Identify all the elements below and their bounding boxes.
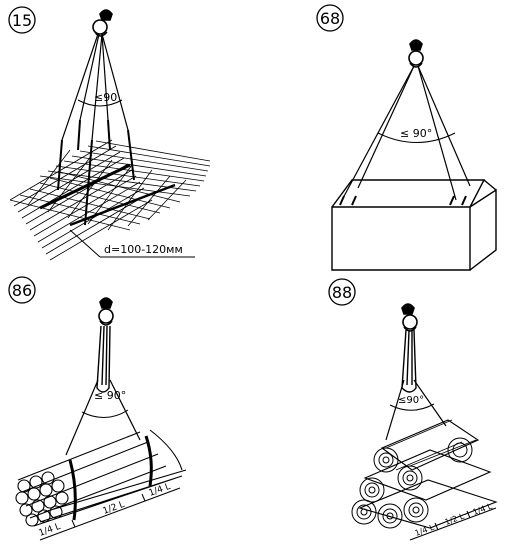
panel-86: 86 ≤ 90° 1/4 L bbox=[8, 276, 187, 541]
angle-arc bbox=[81, 409, 129, 418]
crane-hook-icon bbox=[92, 9, 113, 37]
sling-lines bbox=[65, 379, 141, 456]
angle-arc bbox=[77, 99, 123, 107]
panel-number-badge bbox=[8, 6, 36, 34]
angle-label: ≤ 90° bbox=[400, 127, 432, 140]
angle-label: ≤90 bbox=[94, 91, 117, 104]
angle-label: ≤90° bbox=[398, 395, 424, 406]
panel-number: 15 bbox=[12, 11, 32, 30]
crane-hook-icon bbox=[408, 39, 424, 68]
panel-number: 88 bbox=[332, 283, 352, 302]
angle-label: ≤ 90° bbox=[94, 389, 126, 402]
sling-lines bbox=[61, 33, 129, 141]
sling-loop bbox=[401, 329, 417, 393]
pipe-bundle bbox=[15, 429, 187, 527]
steel-mesh bbox=[9, 139, 211, 261]
crate-box bbox=[331, 179, 497, 271]
panel-68: 68 ≤ 90° bbox=[316, 4, 497, 271]
panel-number: 86 bbox=[12, 281, 32, 300]
length-dimension bbox=[39, 487, 181, 541]
segment-label: 1/4 L bbox=[472, 501, 494, 516]
sling-lines bbox=[385, 379, 447, 441]
angle-arc bbox=[377, 132, 456, 143]
panel-88: 88 ≤90° bbox=[328, 278, 498, 541]
panel-number-badge bbox=[328, 278, 356, 306]
panel-number-badge bbox=[8, 276, 36, 304]
dimension-leader bbox=[69, 229, 101, 258]
length-dimension bbox=[409, 507, 497, 541]
angle-arc bbox=[389, 403, 435, 411]
crane-hook-icon bbox=[401, 303, 418, 332]
dimension-label: d=100-120мм bbox=[104, 243, 183, 256]
panel-number-badge bbox=[316, 4, 344, 32]
sling-loop bbox=[96, 325, 111, 393]
segment-label: 1/2 L bbox=[444, 511, 466, 526]
crane-hook-icon bbox=[98, 297, 114, 326]
panel-number: 68 bbox=[320, 9, 340, 28]
panel-15: 15 ≤90 bbox=[8, 6, 211, 261]
coil-stack bbox=[351, 419, 498, 529]
